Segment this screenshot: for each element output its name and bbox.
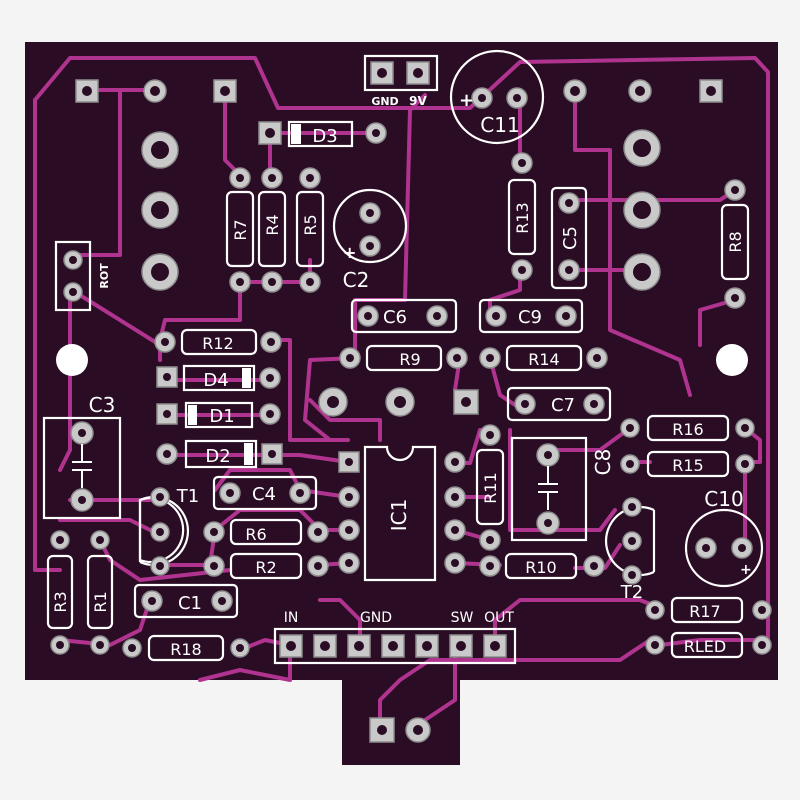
out-label: OUT bbox=[484, 610, 514, 626]
d2-label: D2 bbox=[205, 446, 230, 467]
c1-capacitor bbox=[133, 583, 239, 619]
rled-label: RLED bbox=[684, 637, 726, 656]
r17-label: R17 bbox=[689, 602, 720, 621]
r1-resistor bbox=[86, 530, 114, 655]
c7-label: C7 bbox=[551, 395, 575, 416]
r8-resistor bbox=[720, 179, 750, 309]
ic1-label: IC1 bbox=[387, 499, 411, 532]
r3-label: R3 bbox=[51, 591, 70, 612]
c6-label: C6 bbox=[383, 307, 407, 328]
r14-resistor bbox=[479, 344, 608, 372]
r15-resistor bbox=[620, 450, 755, 478]
c10-label: C10 bbox=[704, 487, 743, 511]
power-header bbox=[363, 54, 439, 92]
r11-label: R11 bbox=[481, 472, 500, 503]
r9-resistor bbox=[339, 344, 468, 372]
d4-label: D4 bbox=[203, 370, 228, 391]
sw-label: SW bbox=[451, 610, 474, 626]
r4-label: R4 bbox=[263, 214, 282, 235]
r17-resistor bbox=[645, 596, 772, 624]
c11-label: C11 bbox=[480, 113, 519, 137]
in-label: IN bbox=[284, 610, 299, 626]
nine-volt-label: 9V bbox=[409, 94, 427, 108]
c2-plus-sign: + bbox=[343, 243, 356, 262]
c2-capacitor bbox=[332, 188, 408, 264]
c10-capacitor bbox=[684, 508, 764, 588]
r10-label: R10 bbox=[525, 558, 556, 577]
t1-label: T1 bbox=[176, 486, 199, 507]
r12-label: R12 bbox=[202, 334, 233, 353]
r2-resistor bbox=[203, 552, 329, 580]
r7-resistor bbox=[225, 167, 255, 293]
c10-plus-sign: + bbox=[740, 562, 752, 578]
r8-label: R8 bbox=[726, 231, 745, 252]
t2-transistor bbox=[604, 497, 656, 585]
mounting-hole-right bbox=[716, 344, 748, 376]
c8-capacitor bbox=[510, 436, 588, 542]
r9-label: R9 bbox=[399, 350, 420, 369]
r2-label: R2 bbox=[255, 558, 276, 577]
c9-capacitor bbox=[478, 298, 584, 334]
r5-label: R5 bbox=[301, 214, 320, 235]
c5-label: C5 bbox=[560, 226, 581, 250]
c2-label: C2 bbox=[343, 268, 370, 292]
d1-diode bbox=[156, 401, 281, 429]
c11-capacitor bbox=[449, 49, 545, 145]
t1-transistor bbox=[138, 487, 190, 576]
d3-diode bbox=[258, 120, 387, 148]
d2-diode bbox=[156, 439, 283, 469]
c4-capacitor bbox=[212, 475, 318, 511]
c3-label: C3 bbox=[89, 393, 116, 417]
rot-header bbox=[54, 240, 92, 312]
r6-resistor bbox=[203, 518, 329, 546]
d3-label: D3 bbox=[312, 126, 337, 147]
r16-resistor bbox=[620, 414, 755, 442]
pot-right-pads bbox=[563, 79, 723, 291]
mounting-hole-left bbox=[56, 344, 88, 376]
r12-resistor bbox=[154, 328, 282, 356]
r11-resistor bbox=[475, 424, 505, 551]
gnd-power-label: GND bbox=[371, 95, 398, 108]
r18-resistor bbox=[122, 634, 250, 662]
d4-diode bbox=[156, 364, 281, 392]
pot-left-pads bbox=[75, 79, 237, 291]
r7-label: R7 bbox=[231, 219, 250, 240]
c7-capacitor bbox=[453, 386, 612, 422]
ic1-chip bbox=[338, 445, 466, 582]
rot-label: ROT bbox=[98, 263, 111, 289]
c4-label: C4 bbox=[252, 484, 276, 505]
d1-label: D1 bbox=[209, 406, 234, 427]
io-header bbox=[273, 627, 517, 665]
c1-label: C1 bbox=[178, 593, 202, 614]
r3-resistor bbox=[46, 530, 74, 655]
c8-label: C8 bbox=[591, 449, 615, 476]
c11-plus-sign: + bbox=[459, 90, 474, 111]
gnd-io-label: GND bbox=[360, 610, 392, 626]
r16-label: R16 bbox=[672, 420, 703, 439]
r1-label: R1 bbox=[91, 591, 110, 612]
led-pads bbox=[369, 717, 431, 743]
c9-label: C9 bbox=[518, 307, 542, 328]
r15-label: R15 bbox=[672, 456, 703, 475]
r10-resistor bbox=[479, 552, 605, 580]
c5-capacitor bbox=[550, 186, 588, 290]
r6-label: R6 bbox=[245, 525, 266, 544]
r14-label: R14 bbox=[528, 350, 559, 369]
r13-resistor bbox=[507, 152, 537, 281]
r13-label: R13 bbox=[513, 202, 532, 233]
c3-capacitor bbox=[42, 416, 122, 520]
r4-resistor bbox=[257, 167, 287, 293]
r18-label: R18 bbox=[170, 640, 201, 659]
c6-capacitor bbox=[350, 298, 458, 334]
rled-resistor bbox=[645, 631, 772, 659]
r5-resistor bbox=[295, 167, 325, 293]
t2-label: T2 bbox=[620, 582, 643, 603]
